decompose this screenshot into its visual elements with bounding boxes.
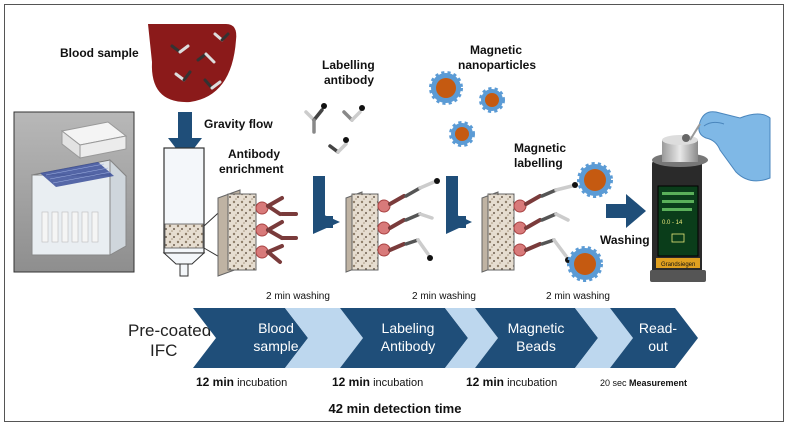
antibody-enrichment-label-1: Antibody: [228, 147, 280, 161]
wash-label-2: 2 min washing: [412, 291, 476, 302]
measurement-label: 20 sec Measurement: [600, 378, 687, 388]
chevron-wash-2: [445, 308, 498, 368]
chevron-readout: [610, 308, 698, 368]
chevron-magnetic-beads: [475, 308, 598, 368]
chevron-wash-1: [285, 308, 363, 368]
antibody-enrichment-label-2: enrichment: [219, 162, 284, 176]
labelling-antibody-icons: [304, 103, 365, 154]
step-arrow-1: [313, 176, 340, 234]
ifc-column: [162, 147, 229, 277]
washing-arrow: [606, 194, 646, 228]
gravity-flow-label: Gravity flow: [204, 117, 273, 131]
magnetic-nanoparticles-label-1: Magnetic: [470, 43, 522, 57]
chevron-blood-sample: [193, 308, 308, 368]
blood-drop-illustration: [148, 24, 237, 103]
chevron-labels: Blood sample Labeling Antibody Magnetic …: [253, 320, 677, 354]
step-3-line-2: Beads: [516, 338, 556, 354]
ifc-plate-photo: [13, 111, 135, 273]
gloved-hand: [689, 111, 771, 182]
antibody-enrichment-panel: [217, 189, 298, 277]
step-3-line-1: Magnetic: [508, 320, 565, 336]
labelling-antibody-label-2: antibody: [324, 73, 374, 87]
labelling-antibody-label-1: Labelling: [322, 58, 375, 72]
chevron-wash-3: [575, 308, 633, 368]
magnetic-nanoparticles-label-2: nanoparticles: [458, 58, 536, 72]
timeline-start-label-1: Pre-coated: [128, 321, 211, 340]
step-1-line-1: Blood: [258, 320, 294, 336]
device-screen-value: 0.0 - 14: [662, 220, 683, 226]
step-arrow-2: [446, 176, 472, 234]
magnetic-labelling-label-2: labelling: [514, 156, 563, 170]
step-4-line-1: Read-: [639, 320, 677, 336]
wash-label-3: 2 min washing: [546, 291, 610, 302]
incubation-label-3: 12 min incubation: [466, 375, 557, 389]
incubation-label-1: 12 min incubation: [196, 375, 287, 389]
timeline-chevrons: [193, 308, 698, 368]
labelling-antibody-panel: [345, 178, 440, 273]
magnetic-labelling-panel: [481, 162, 613, 282]
blood-sample-label: Blood sample: [60, 46, 139, 60]
chevron-labeling-antibody: [340, 308, 468, 368]
magnetic-labelling-label-1: Magnetic: [514, 141, 566, 155]
step-4-line-2: out: [648, 338, 668, 354]
wash-label-1: 2 min washing: [266, 291, 330, 302]
total-detection-time: 42 min detection time: [329, 401, 462, 416]
magnetic-nanoparticle-icons: [429, 71, 505, 147]
reader-device-photo: 0.0 - 14 Grandsiegen: [650, 134, 708, 282]
incubation-label-2: 12 min incubation: [332, 375, 423, 389]
timeline-start-label-2: IFC: [150, 341, 177, 360]
washing-label: Washing: [600, 233, 650, 247]
step-2-line-2: Antibody: [381, 338, 435, 354]
device-brand: Grandsiegen: [661, 262, 695, 268]
step-1-line-2: sample: [253, 338, 298, 354]
step-2-line-1: Labeling: [382, 320, 435, 336]
